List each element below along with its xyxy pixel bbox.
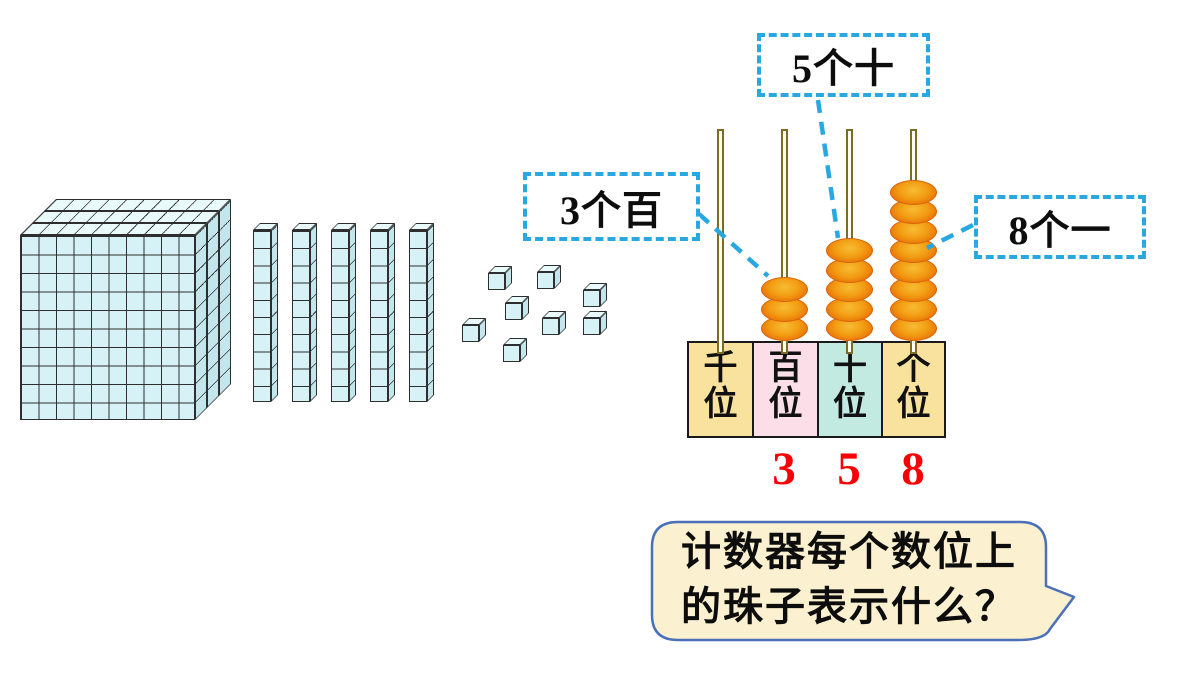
speech-bubble-shape	[650, 520, 1076, 642]
place-label-char: 个	[896, 350, 931, 387]
place-label-cell-2: 百位	[752, 341, 819, 438]
place-label-char: 位	[703, 386, 738, 423]
callout-5-tens-label: 5个十	[792, 46, 895, 91]
unit-cube-front-face	[503, 345, 520, 362]
abacus-bead	[889, 179, 937, 205]
unit-cube-front-face	[583, 290, 600, 307]
callout-8-ones: 8个一	[974, 195, 1146, 259]
ten-rod-front-face	[253, 230, 271, 402]
abacus-rod-2	[780, 129, 788, 354]
unit-cube-front-face	[488, 273, 505, 290]
place-label-char: 位	[896, 386, 931, 423]
place-label-cell-4: 个位	[881, 341, 946, 438]
ten-rod-front-face	[292, 230, 310, 402]
place-label-char: 百	[768, 350, 803, 387]
unit-cube-front-face	[462, 325, 479, 342]
ten-rod-front-face	[331, 230, 349, 402]
callout-3-hundreds-label: 3个百	[560, 187, 663, 233]
abacus-bead	[825, 257, 873, 283]
speech-bubble-text: 计数器每个数位上 的珠子表示什么？	[652, 524, 1046, 634]
speech-bubble-line-2: 的珠子表示什么？	[681, 584, 1017, 629]
unit-cube-front-face	[583, 318, 600, 335]
callout-8-ones-label: 8个一	[1008, 208, 1112, 253]
hundred-flat-front-face	[20, 235, 195, 420]
place-label-cell-3: 十位	[817, 341, 883, 438]
unit-cube-front-face	[537, 272, 554, 289]
callout-5-tens: 5个十	[757, 33, 930, 97]
place-label-char: 十	[833, 350, 867, 387]
digit-value-8: 8	[901, 443, 925, 495]
ten-rod-front-face	[409, 230, 427, 402]
unit-cube-front-face	[505, 303, 522, 320]
place-label-char: 位	[768, 386, 803, 423]
place-label-char: 千	[703, 350, 738, 387]
speech-bubble-line-1: 计数器每个数位上	[681, 529, 1017, 574]
place-label-char: 位	[833, 386, 867, 423]
abacus-bead	[825, 238, 873, 263]
callout-3-hundreds: 3个百	[523, 172, 700, 241]
ten-rod-front-face	[370, 230, 388, 402]
unit-cube-front-face	[542, 318, 559, 335]
abacus-bead	[760, 277, 808, 302]
digit-value-5: 5	[837, 443, 861, 495]
abacus-bead	[889, 316, 937, 341]
digit-value-3: 3	[772, 443, 796, 495]
